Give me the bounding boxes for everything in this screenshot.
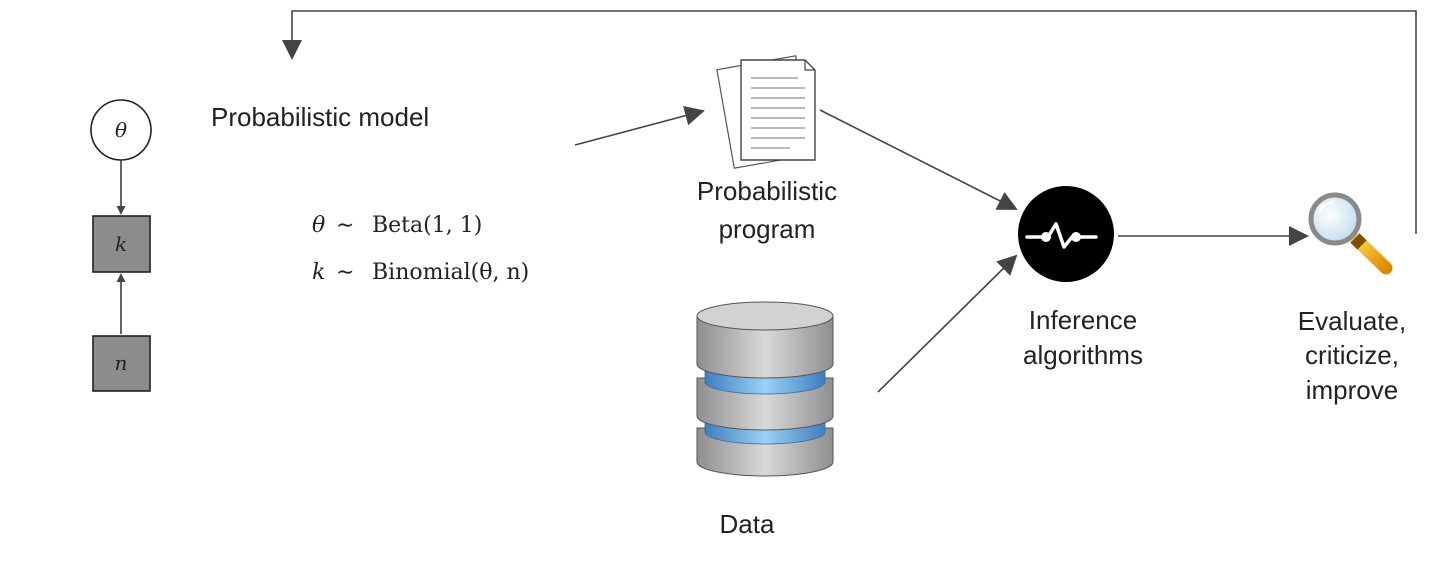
model-to-program-arrow	[574, 105, 705, 146]
evaluate-label-line1: Evaluate,	[1298, 306, 1406, 336]
magnifier-icon	[1308, 192, 1393, 275]
equation-2-tilde: ∼	[336, 260, 354, 285]
model-equations: θ ∼ Beta(1, 1) k ∼ Binomial(θ, n)	[312, 213, 529, 285]
n-node-label: n	[115, 351, 128, 375]
evaluate-label-line3: improve	[1306, 375, 1398, 405]
program-label-line1: Probabilistic	[697, 176, 837, 206]
data-to-inference-arrow	[877, 254, 1018, 393]
theta-node-label: θ	[115, 118, 127, 142]
inference-label-line1: Inference	[1029, 305, 1137, 335]
program-to-inference-arrow	[819, 109, 1018, 210]
equation-1-rhs: Beta(1, 1)	[372, 213, 482, 238]
evaluate-label-line2: criticize,	[1305, 340, 1399, 370]
data-label: Data	[720, 509, 775, 539]
equation-1-tilde: ∼	[336, 213, 354, 238]
database-icon	[696, 301, 834, 477]
equation-2-rhs: Binomial(θ, n)	[372, 260, 529, 285]
graphical-model: θ k n	[90, 99, 152, 392]
equation-1-lhs: θ	[312, 213, 325, 238]
model-title: Probabilistic model	[211, 102, 429, 132]
n-node	[92, 335, 151, 392]
feedback-loop-arrow	[282, 10, 1417, 234]
k-node	[92, 215, 151, 273]
pulse-icon	[1018, 186, 1114, 282]
document-stack-icon	[716, 55, 816, 169]
inference-label-line2: algorithms	[1023, 340, 1143, 370]
equation-2-lhs: k	[312, 260, 325, 285]
k-node-label: k	[115, 232, 127, 256]
program-label-line2: program	[719, 214, 816, 244]
